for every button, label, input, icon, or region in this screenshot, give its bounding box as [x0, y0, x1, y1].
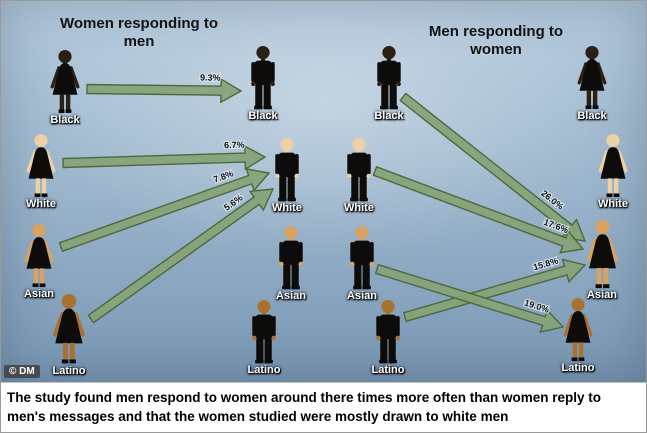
figure-women-receivers-black [573, 45, 611, 113]
figure-label: Asian [24, 288, 54, 300]
figure-women-senders-latino [48, 293, 90, 368]
response-arrow [399, 92, 587, 242]
response-arrow [86, 77, 243, 104]
response-arrow [402, 258, 587, 323]
caption-text: The study found men respond to women aro… [1, 382, 646, 432]
response-arrow [372, 165, 585, 254]
arrow-percent-label: 5.6% [222, 193, 245, 213]
response-arrow [62, 144, 267, 171]
figure-women-receivers-asian [582, 219, 623, 292]
arrow-percent-label: 26.0% [539, 188, 565, 212]
right-panel-title: Men responding to women [428, 23, 564, 58]
figure-men-senders-latino [369, 299, 407, 367]
figure-men-receivers-black [244, 45, 282, 113]
figure-men-receivers-white [268, 137, 306, 205]
figure-label: Black [374, 110, 404, 122]
figure-women-receivers-white [594, 133, 632, 201]
figure-label: White [344, 202, 374, 214]
figure-men-receivers-latino [245, 299, 283, 367]
figure-label: White [26, 198, 56, 210]
figure-label: White [598, 198, 628, 210]
arrow-percent-label: 15.8% [532, 256, 559, 273]
figure-label: White [272, 202, 302, 214]
figure-label: Latino [371, 364, 405, 376]
figure-men-senders-white [340, 137, 378, 205]
figure-label: Latino [561, 362, 595, 374]
figure-label: Black [577, 110, 607, 122]
response-arrow [58, 167, 271, 253]
figure-women-receivers-latino [559, 297, 597, 365]
left-panel-title: Women responding to men [59, 15, 219, 50]
arrow-percent-label: 17.6% [542, 217, 569, 235]
figure-label: Black [248, 110, 278, 122]
figure-women-senders-black [46, 49, 84, 117]
infographic-stage: Women responding to men Men responding t… [1, 1, 646, 382]
figure-men-senders-black [370, 45, 408, 113]
figure-label: Asian [347, 290, 377, 302]
arrow-percent-label: 6.7% [224, 140, 245, 151]
watermark: © DM [4, 365, 40, 378]
figure-label: Black [50, 114, 80, 126]
figure-label: Asian [276, 290, 306, 302]
figure-women-senders-white [22, 133, 60, 201]
figure-label: Latino [52, 364, 86, 377]
figure-women-senders-asian [20, 223, 58, 291]
figure-men-senders-asian [343, 225, 381, 293]
figure-label: Asian [587, 289, 617, 302]
arrow-percent-label: 7.8% [212, 168, 235, 184]
arrow-percent-label: 9.3% [200, 72, 221, 82]
figure-label: Latino [247, 364, 281, 376]
arrow-percent-label: 19.0% [523, 298, 550, 315]
figure-men-receivers-asian [272, 225, 310, 293]
